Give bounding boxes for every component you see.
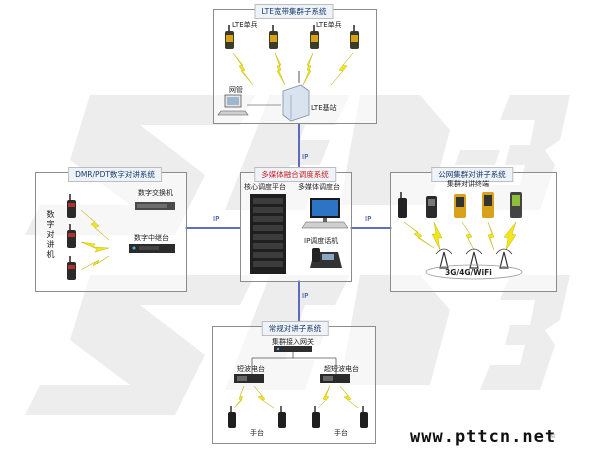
digital-radios-label: 数字对讲机 <box>46 210 55 259</box>
lightning-icons <box>233 385 359 409</box>
handheld-label: 手台 <box>250 429 264 437</box>
handheld-radio-icon <box>312 406 320 428</box>
dmr-radio-icon <box>67 256 76 280</box>
network-label: 3G/4G/WiFi <box>445 268 492 277</box>
lte-subsystem-title: LTE宽带集群子系统 <box>254 4 334 19</box>
cell-tower-icon <box>495 248 513 269</box>
public-subsystem-title: 公网集群对讲子系统 <box>431 167 513 182</box>
conventional-subsystem-title: 常规对讲子系统 <box>261 321 329 336</box>
ip-phone-label: IP调度话机 <box>304 237 339 245</box>
cell-tower-icon <box>435 248 453 269</box>
copyright-icon: © <box>550 433 556 440</box>
dmr-subsystem-box <box>35 172 187 292</box>
dmr-subsystem-title: DMR/PDT数字对讲系统 <box>68 167 162 182</box>
core-system-title: 多媒体融合调度系统 <box>254 167 336 182</box>
access-gateway-label: 集群接入网关 <box>272 338 314 346</box>
ultra-shortwave-radio-icon <box>320 374 350 383</box>
conventional-subsystem-box <box>212 326 376 444</box>
network-ellipse <box>425 264 523 280</box>
handheld-radio-icon <box>360 406 368 428</box>
lte-soldier-label: LTE单兵 <box>232 21 258 29</box>
site-url: www.pttcn.net <box>410 427 557 447</box>
ip-label-right: IP <box>365 215 372 223</box>
lte-terminal-icon <box>310 25 319 49</box>
lightning-icons <box>80 209 110 271</box>
handheld-radio-icon <box>228 406 236 428</box>
handheld-radio-icon <box>278 406 286 428</box>
lte-soldier-label: LTE单兵 <box>316 21 342 29</box>
digital-relay-icon <box>129 244 175 253</box>
digital-switch-icon <box>135 202 175 210</box>
lte-devices <box>217 25 359 122</box>
shortwave-radio-icon <box>234 374 264 383</box>
dispatch-console-label: 多媒体调度台 <box>298 183 340 191</box>
digital-relay-label: 数字中继台 <box>134 234 169 242</box>
dmr-devices <box>67 194 175 280</box>
lightning-icons <box>403 221 517 251</box>
ip-label-top: IP <box>302 153 309 161</box>
lte-terminal-icon <box>350 25 359 49</box>
nms-computer-icon <box>217 94 249 116</box>
dmr-radio-icon <box>67 224 76 248</box>
digital-switch-label: 数字交换机 <box>138 189 173 197</box>
handset-terminal-icon <box>426 196 437 218</box>
server-rack-icon <box>250 194 286 274</box>
ultra-shortwave-radio-label: 超短波电台 <box>324 365 359 373</box>
handheld-label: 手台 <box>334 429 348 437</box>
core-devices <box>250 194 349 274</box>
lte-terminal-icon <box>225 25 234 49</box>
lte-terminal-icon <box>269 25 278 49</box>
handset-terminal-icon <box>482 192 494 218</box>
nms-label: 网管 <box>229 86 243 94</box>
lte-base-station-label: LTE基站 <box>311 104 337 112</box>
shortwave-radio-label: 短波电台 <box>237 365 265 373</box>
lightning-icons <box>232 52 354 86</box>
handset-terminal-icon <box>398 192 407 218</box>
trunk-terminal-label: 集群对讲终端 <box>447 180 489 188</box>
cell-tower-icon <box>465 248 483 269</box>
ip-phone-icon <box>310 248 342 268</box>
ip-label-left: IP <box>213 215 220 223</box>
access-gateway-icon <box>274 346 312 352</box>
dispatch-console-icon <box>301 198 349 229</box>
conventional-devices <box>228 346 368 428</box>
ip-label-bottom: IP <box>302 292 309 300</box>
handset-terminal-icon <box>510 192 522 218</box>
handset-terminal-icon <box>454 194 466 218</box>
dmr-radio-icon <box>67 194 76 218</box>
lte-base-station-icon <box>282 71 310 122</box>
public-devices <box>398 192 523 280</box>
core-platform-label: 核心调度平台 <box>244 183 286 191</box>
